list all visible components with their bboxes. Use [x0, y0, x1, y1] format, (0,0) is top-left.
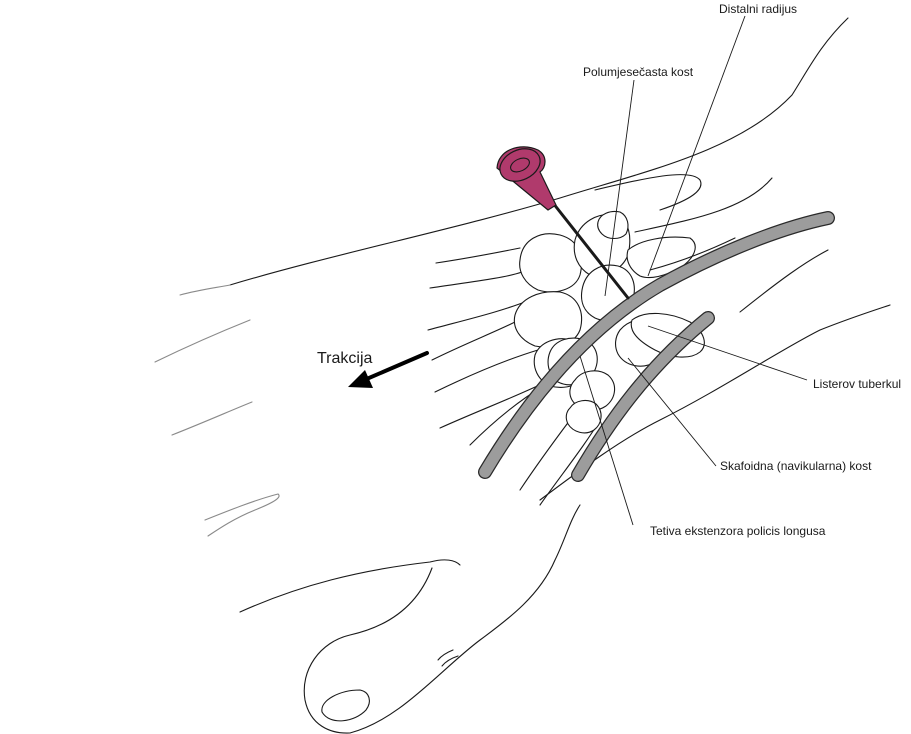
- thumb-knuckle-2: [441, 655, 459, 667]
- needle: [496, 146, 630, 300]
- needle-hub-opening: [510, 157, 530, 173]
- forearm-mid-line: [739, 249, 829, 313]
- wrist-crease-upper: [594, 174, 702, 211]
- hand-outline: [154, 17, 891, 734]
- tendons: [478, 211, 835, 482]
- traction-arrow: [348, 351, 429, 388]
- metacarpal-line-2: [429, 271, 523, 289]
- thumb-outline: [303, 504, 581, 734]
- finger-line-2: [171, 401, 253, 436]
- leader-lines: [579, 15, 808, 526]
- label-lister-tubercle: Listerov tuberkul: [813, 377, 901, 391]
- carpal-bone-trapezium: [519, 233, 583, 293]
- thumb-knuckle-1: [437, 649, 454, 661]
- label-epl-tendon: Tetiva ekstenzora policis longusa: [650, 524, 826, 538]
- label-scaphoid: Skafoidna (navikularna) kost: [720, 459, 872, 473]
- leader-epl-tendon: [579, 355, 634, 526]
- forearm-top-edge: [229, 17, 849, 286]
- carpal-bone-hamate: [513, 291, 583, 348]
- thumbnail: [321, 689, 370, 722]
- metacarpal-line-4: [431, 321, 516, 361]
- distal-radius-line: [649, 237, 736, 271]
- leader-scaphoid: [627, 357, 717, 467]
- leader-lister-tubercle: [647, 325, 808, 381]
- traction-arrow-shaft: [360, 351, 429, 383]
- metacarpal-line-3: [427, 299, 531, 331]
- forearm-top-edge-fade: [179, 284, 231, 296]
- label-traction: Trakcija: [317, 350, 373, 367]
- carpal-bone-small: [597, 210, 629, 240]
- finger-line-1: [154, 319, 251, 363]
- leader-distal-radius: [647, 15, 746, 277]
- traction-arrow-head: [348, 370, 373, 388]
- epl-tendon: [572, 312, 714, 481]
- metacarpal-line-1: [435, 247, 521, 264]
- leader-lunate: [604, 79, 635, 297]
- needle-shaft: [551, 201, 630, 300]
- metacarpal-line-5: [434, 349, 539, 393]
- wrist-crease-lower: [634, 177, 773, 233]
- needle-hub-rim: [499, 148, 541, 182]
- metacarpal-line-8: [519, 419, 571, 491]
- label-lunate: Polumjesečasta kost: [583, 65, 694, 79]
- finger-tip: [204, 493, 280, 537]
- thumb-dorsal-edge: [239, 559, 461, 613]
- label-distal-radius: Distalni radijus: [719, 2, 797, 16]
- tendon-upper: [479, 212, 834, 478]
- carpal-bone-lower-2: [565, 399, 602, 434]
